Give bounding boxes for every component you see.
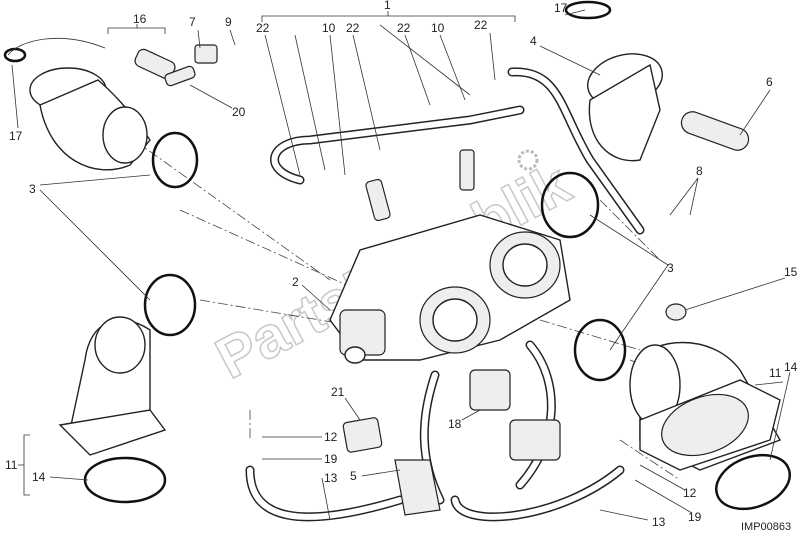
parts [3, 0, 791, 516]
callout-22: 22 [397, 21, 411, 35]
callout-3: 3 [667, 261, 674, 275]
callout-22: 22 [346, 21, 360, 35]
hose-clamp-right [540, 171, 600, 239]
callout-22: 22 [474, 18, 488, 32]
callout-15: 15 [784, 265, 798, 279]
idle-motor [469, 369, 511, 411]
callout-8: 8 [696, 164, 703, 178]
callout-11: 11 [5, 458, 18, 472]
callout-11: 11 [769, 366, 782, 380]
callout-3: 3 [29, 182, 36, 196]
callout-6: 6 [766, 75, 773, 89]
callout-19: 19 [688, 510, 702, 524]
o-ring-left [83, 456, 167, 504]
rubber-spacer [680, 111, 750, 151]
grommet [665, 303, 687, 321]
bracket [394, 459, 441, 516]
callout-22: 22 [256, 21, 270, 35]
callout-13: 13 [324, 471, 338, 485]
callout-4: 4 [530, 34, 537, 48]
callout-12: 12 [683, 486, 697, 500]
callout-13: 13 [652, 515, 666, 529]
callout-18: 18 [448, 417, 462, 431]
leader-lines [11, 9, 791, 521]
callout-14: 14 [32, 470, 46, 484]
callout-20: 20 [232, 105, 246, 119]
callout-17: 17 [9, 129, 23, 143]
callout-16: 16 [133, 12, 147, 26]
image-code: IMP00863 [741, 521, 791, 533]
callout-labels: 1 22 10 22 22 10 22 17 4 6 16 7 9 20 17 … [5, 0, 798, 533]
callout-7: 7 [189, 15, 196, 29]
callout-10: 10 [322, 21, 336, 35]
hose-clamp [151, 131, 199, 189]
sensor [342, 417, 383, 453]
callout-14: 14 [784, 360, 798, 374]
callout-21: 21 [331, 385, 345, 399]
o-ring-right [715, 453, 791, 511]
callout-9: 9 [225, 15, 232, 29]
callout-5: 5 [350, 469, 357, 483]
callout-19: 19 [324, 452, 338, 466]
callout-17: 17 [554, 1, 568, 15]
callout-12: 12 [324, 430, 338, 444]
callout-1: 1 [384, 0, 391, 12]
callout-10: 10 [431, 21, 445, 35]
callout-2: 2 [292, 275, 299, 289]
group-brackets [18, 11, 784, 496]
